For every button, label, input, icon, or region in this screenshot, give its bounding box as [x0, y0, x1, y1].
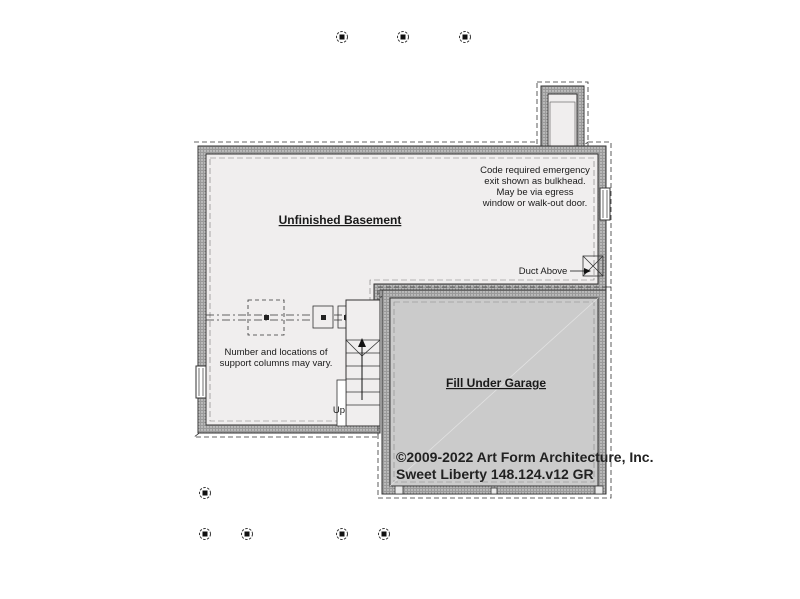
emergency-exit-note-line-4: window or walk-out door. — [482, 198, 588, 209]
emergency-exit-note-line-2: exit shown as bulkhead. — [484, 176, 585, 187]
room-label-garage: Fill Under Garage — [446, 376, 546, 390]
survey-marker-bottom-2 — [241, 528, 253, 540]
survey-marker-bottom-4 — [378, 528, 390, 540]
emergency-exit-note-line-3: May be via egress — [496, 187, 573, 198]
basement-floor — [205, 153, 599, 426]
stair-up-label: Up — [333, 405, 345, 416]
garage — [377, 286, 612, 499]
right-window — [599, 187, 611, 221]
copyright-line-1: ©2009-2022 Art Form Architecture, Inc. — [396, 449, 653, 465]
columns-note-line-1: Number and locations of — [225, 347, 328, 358]
columns-note-line-2: support columns may vary. — [220, 358, 333, 369]
survey-marker-bottom-3 — [336, 528, 348, 540]
support-column-1 — [247, 299, 285, 336]
survey-marker-left — [199, 487, 211, 499]
survey-marker-top-1 — [336, 31, 348, 43]
stairs — [336, 296, 381, 427]
duct — [570, 255, 604, 277]
survey-marker-top-2 — [397, 31, 409, 43]
copyright-line-2: Sweet Liberty 148.124.v12 GR — [396, 466, 594, 482]
survey-marker-top-3 — [459, 31, 471, 43]
emergency-exit-note-line-1: Code required emergency — [480, 165, 590, 176]
support-column-2 — [312, 305, 334, 329]
left-window — [195, 365, 207, 399]
survey-marker-bottom-1 — [199, 528, 211, 540]
duct-note: Duct Above — [519, 266, 568, 277]
room-label-basement: Unfinished Basement — [279, 213, 402, 227]
